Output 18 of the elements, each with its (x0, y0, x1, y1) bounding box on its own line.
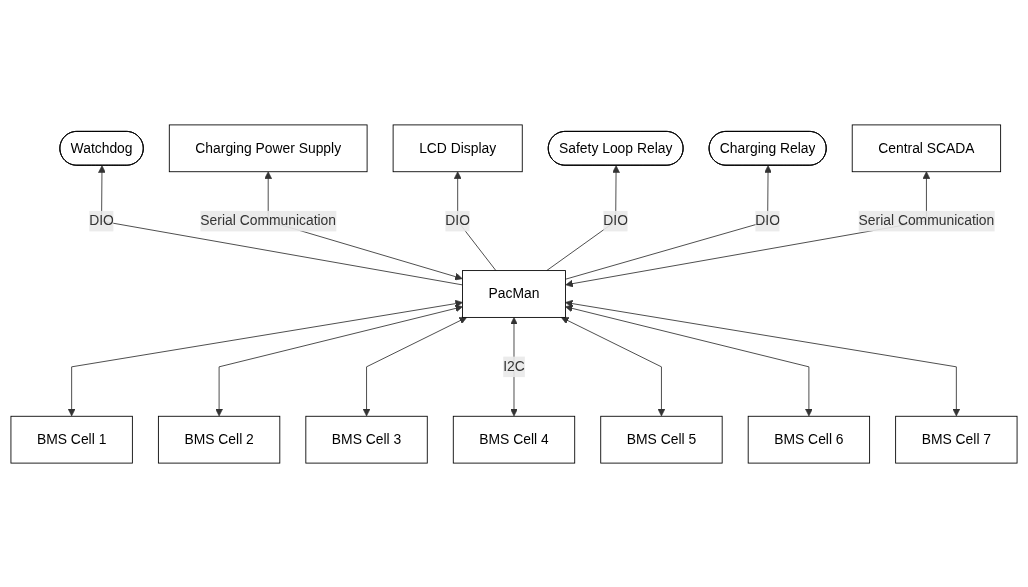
node-box: BMS Cell 6 (747, 415, 871, 464)
node-box: BMS Cell 5 (600, 415, 723, 464)
node-box: Charging Power Supply (168, 123, 368, 172)
node-box: BMS Cell 2 (157, 415, 281, 464)
node-box: Central SCADA (851, 123, 1002, 172)
edge-label: DIO (603, 212, 629, 228)
node-box: BMS Cell 7 (895, 415, 1018, 464)
edge-label: Serial Communication (200, 212, 337, 228)
node-box: BMS Cell 1 (10, 415, 133, 464)
edge-label: DIO (755, 212, 780, 228)
edge-label: DIO (445, 212, 471, 228)
edge-label: I2C (503, 358, 525, 374)
node-box: PacMan (462, 269, 566, 318)
node-box: BMS Cell 3 (305, 415, 428, 464)
node-box: LCD Display (392, 123, 523, 172)
node-box: BMS Cell 4 (452, 415, 576, 464)
edge-label: DIO (89, 212, 114, 228)
edge-label: Serial Communication (858, 212, 995, 228)
